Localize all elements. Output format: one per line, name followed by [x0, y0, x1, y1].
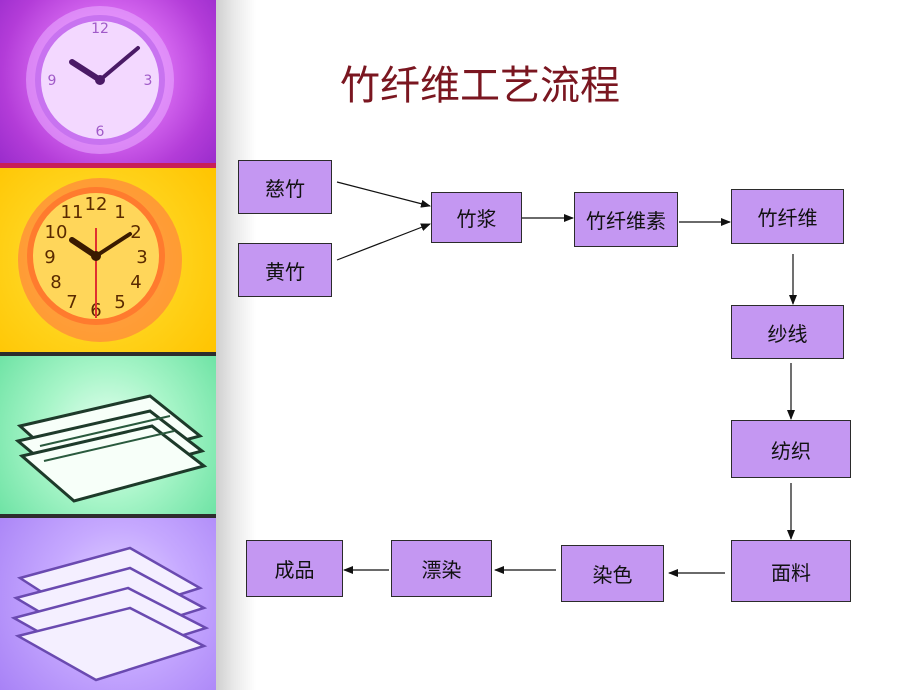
node-fangzhi: 纺织: [731, 420, 851, 478]
green-books-image: [0, 356, 216, 514]
svg-text:12: 12: [91, 21, 109, 37]
purple-papers-image: [0, 518, 216, 690]
svg-text:9: 9: [48, 73, 57, 89]
divider: [0, 514, 216, 518]
slide-title: 竹纤维工艺流程: [340, 63, 620, 109]
arrow-cizhu-to-zhujiang: [336, 181, 431, 208]
divider: [0, 163, 216, 168]
arrow-huangzhu-to-zhujiang: [336, 223, 431, 261]
node-zhuxianwei: 竹纤维: [731, 189, 844, 244]
svg-text:6: 6: [96, 124, 105, 140]
svg-text:3: 3: [136, 247, 147, 268]
svg-text:12: 12: [85, 194, 108, 215]
svg-text:7: 7: [66, 292, 77, 313]
node-piaoran: 漂染: [391, 540, 492, 597]
svg-text:9: 9: [44, 247, 55, 268]
svg-text:5: 5: [114, 292, 125, 313]
node-mianliao: 面料: [731, 540, 851, 602]
node-chengpin: 成品: [246, 540, 343, 597]
purple-clock-image: 12 3 6 9: [0, 0, 216, 163]
node-ranse: 染色: [561, 545, 664, 602]
svg-text:1: 1: [114, 202, 125, 223]
node-huangzhu: 黄竹: [238, 243, 332, 297]
divider: [0, 352, 216, 356]
svg-text:2: 2: [130, 222, 141, 243]
svg-text:3: 3: [144, 73, 153, 89]
node-zhujiang: 竹浆: [431, 192, 522, 243]
svg-text:11: 11: [61, 202, 84, 223]
node-shaxian: 纱线: [731, 305, 844, 359]
svg-text:4: 4: [130, 272, 141, 293]
node-cizhu: 慈竹: [238, 160, 332, 214]
svg-text:10: 10: [45, 222, 68, 243]
svg-text:8: 8: [50, 272, 61, 293]
node-zhuxianweisu: 竹纤维素: [574, 192, 678, 247]
